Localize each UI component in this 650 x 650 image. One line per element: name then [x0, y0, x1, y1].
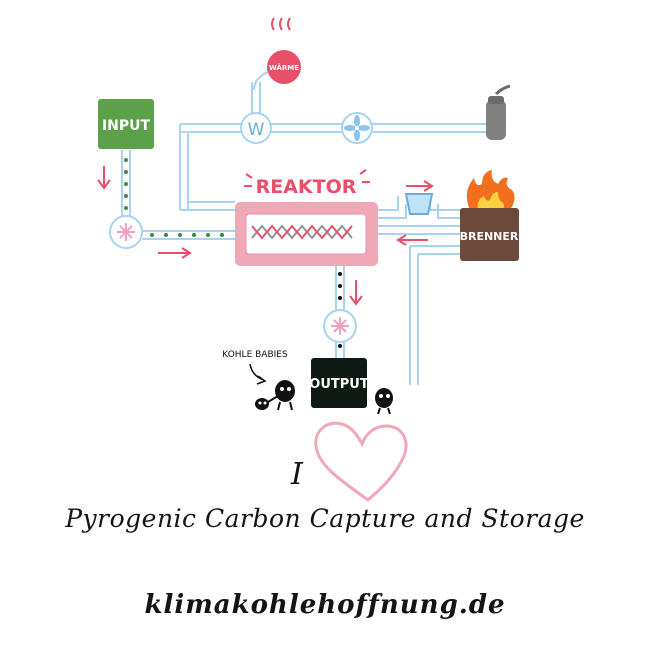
reaktor-wave-gray [251, 224, 353, 240]
kohle-babies: KOHLE BABIES [222, 350, 393, 415]
w-valve: W [240, 112, 272, 144]
pipe-brenner-return [378, 225, 462, 235]
output-mixer-node [323, 309, 357, 343]
pipes [121, 82, 490, 385]
heart-icon [314, 421, 408, 502]
cup-icon [404, 193, 434, 215]
output-label: OUTPUT [309, 377, 369, 392]
arrow-right-mixer [158, 247, 192, 259]
kohle-babies-label: KOHLE BABIES [222, 350, 288, 360]
reaktor-node: REAKTOR [235, 169, 378, 266]
mixer-node [109, 215, 143, 249]
pipe-top [180, 123, 490, 133]
w-valve-label: W [248, 120, 265, 140]
arrow-down-input [97, 166, 111, 190]
pipe-right-vertical [409, 245, 462, 385]
i-letter: I [291, 457, 303, 492]
brenner-node: BRENNER [460, 170, 519, 261]
flame-icon [466, 170, 515, 210]
arrow-left-brenner [396, 234, 428, 246]
particles-black [338, 272, 342, 348]
pipe-mixer-reactor [142, 230, 235, 240]
chimney-icon [486, 84, 511, 140]
reaktor-label: REAKTOR [256, 176, 357, 198]
website-url: klimakohlehoffnung.de [144, 590, 506, 620]
particles-green [124, 158, 224, 237]
reaktor-wave-red [251, 224, 353, 240]
arrow-down-output [349, 280, 363, 306]
pipe-left-vertical [179, 124, 189, 210]
heat-wave-icon [271, 17, 291, 31]
pipe-input [121, 150, 131, 218]
output-box: OUTPUT [309, 358, 369, 408]
brenner-label: BRENNER [460, 230, 519, 243]
pipe-reactor-output [335, 266, 345, 310]
coal-baby-icon [255, 380, 393, 410]
arrow-kohle-babies [249, 363, 267, 385]
fan-icon [341, 112, 373, 144]
waerme-node: WÄRME [253, 17, 301, 91]
waerme-circle [267, 50, 301, 84]
waerme-label: WÄRME [269, 63, 299, 72]
input-box: INPUT [98, 99, 154, 149]
pipe-cup [378, 196, 407, 219]
arrow-right-cup [406, 180, 434, 192]
input-label: INPUT [102, 118, 151, 134]
tagline: Pyrogenic Carbon Capture and Storage [65, 504, 585, 533]
